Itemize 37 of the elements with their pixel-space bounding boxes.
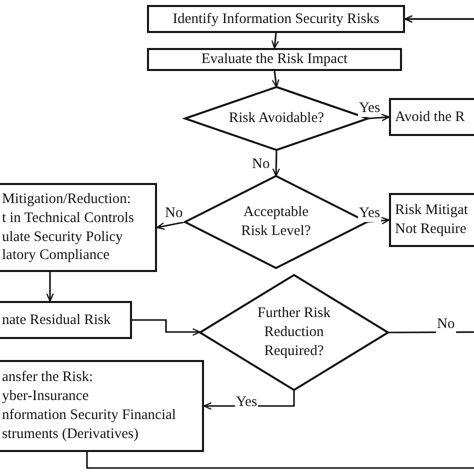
box-text: Mitigation/Reduction: <box>2 190 131 209</box>
arrow <box>156 221 186 230</box>
process-box <box>389 98 474 136</box>
process-box <box>389 193 474 247</box>
arrow <box>46 272 54 302</box>
box-text: ansfer the Risk: <box>2 368 94 388</box>
box-text: Avoid the R <box>395 108 465 126</box>
box-text: ulate Security Policy <box>2 228 123 246</box>
box-text: Risk Mitigat Not Require <box>395 201 469 239</box>
arrow <box>366 216 390 224</box>
box-text: nformation Security Financial struments (Derivatives) <box>2 406 177 444</box>
box-text: Evaluate the Risk Impact <box>201 50 348 69</box>
edge-label: Yes <box>358 101 382 117</box>
process-box <box>147 5 405 33</box>
process-box <box>0 301 132 339</box>
decision-text: Risk Avoidable? <box>228 109 326 128</box>
edge-label: Yes <box>358 206 382 222</box>
arrow <box>272 150 280 177</box>
process-box <box>147 48 402 71</box>
box-text: latory Compliance <box>2 246 110 266</box>
arrow <box>86 15 474 469</box>
arrow <box>203 390 295 410</box>
process-box <box>0 183 157 272</box>
process-box <box>0 360 204 452</box>
decision-text: Acceptable Risk Level? <box>240 203 312 241</box>
arrow <box>271 32 279 49</box>
edge-label: No <box>164 206 184 222</box>
box-text: yber-Insurance <box>2 387 90 406</box>
decision-diamond <box>200 275 388 390</box>
arrow <box>272 70 280 88</box>
arrow <box>132 319 201 336</box>
box-text: Identify Information Security Risks <box>172 10 380 28</box>
decision-text: Further Risk Reduction Required? <box>256 304 332 361</box>
arrow <box>368 114 390 122</box>
box-text: nate Residual Risk <box>2 310 111 330</box>
box-text: t in Technical Controls <box>2 208 134 228</box>
edge-label: No <box>436 317 456 333</box>
